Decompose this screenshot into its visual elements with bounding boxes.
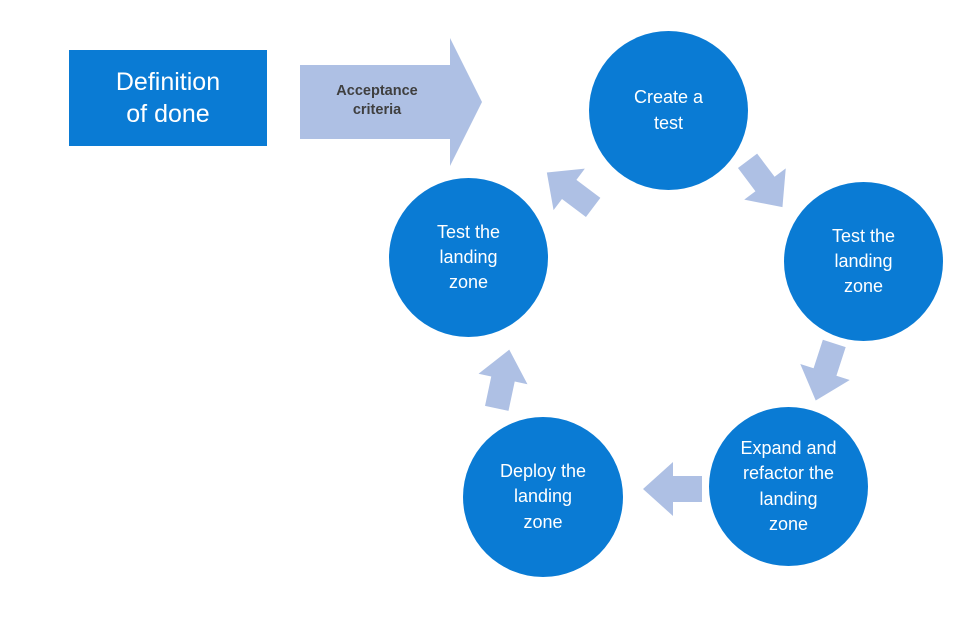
cycle-node-create-test-label: Create a test (633, 87, 704, 133)
cycle-node-expand-refactor-label: Expand and refactor the landing zone (740, 438, 837, 534)
definition-of-done-label: Definition of done (115, 68, 221, 128)
cycle-node-deploy-label: Deploy the landing zone (499, 461, 587, 532)
connector-arrow-test-left-to-create-test (541, 159, 601, 221)
definition-of-done-box[interactable]: Definition of done (69, 50, 267, 146)
acceptance-criteria-label: Acceptance criteria (336, 83, 418, 118)
cycle-node-expand-refactor[interactable]: Expand and refactor the landing zone (709, 407, 868, 566)
connector-arrow-create-test-to-test-right (733, 152, 797, 216)
acceptance-criteria-arrow[interactable]: Acceptance criteria (300, 38, 482, 166)
cycle-node-deploy[interactable]: Deploy the landing zone (463, 417, 623, 577)
acceptance-criteria-arrow-shape (300, 38, 482, 166)
cycle-node-create-test[interactable]: Create a test (589, 31, 748, 190)
cycle-node-test-left[interactable]: Test the landing zone (389, 178, 548, 337)
cycle-node-test-left-label: Test the landing zone (436, 221, 501, 293)
connector-arrow-expand-to-deploy (638, 458, 708, 520)
cycle-node-test-right-label: Test the landing zone (831, 225, 896, 297)
connector-arrow-deploy-to-test-left (472, 346, 534, 412)
connector-arrow-test-right-to-expand (793, 338, 857, 406)
cycle-node-test-right[interactable]: Test the landing zone (784, 182, 943, 341)
